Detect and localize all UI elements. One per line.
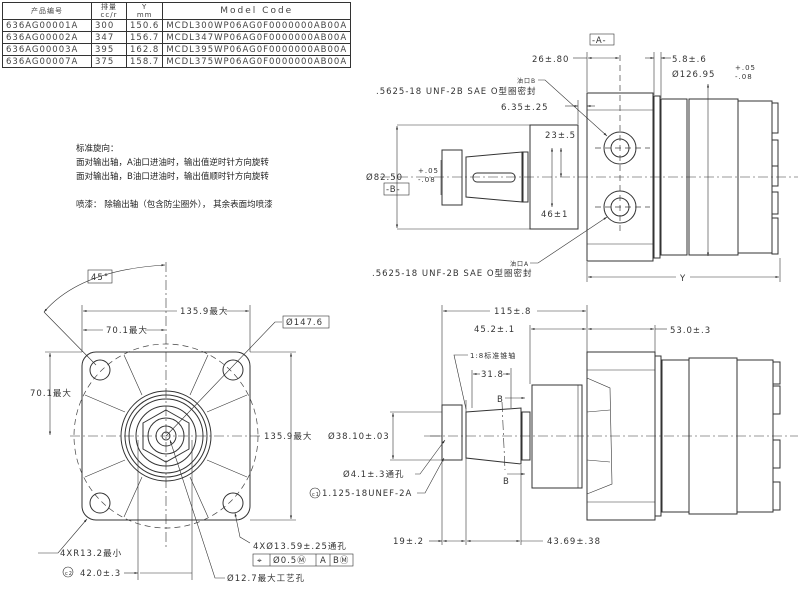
dim-6-35: 6.35±.25 (501, 103, 549, 113)
disp-unit: cc/r (100, 11, 118, 19)
dim-70-1-v: 70.1最大 (30, 388, 72, 399)
taper-shaft (465, 151, 523, 203)
dim-115: 115±.8 (494, 307, 531, 317)
ring (660, 98, 688, 256)
dia-box (282, 315, 330, 329)
datum-b: -B- (386, 185, 401, 195)
top-view: -A- 26±.80 5.8±.6 Ø126.95 +.05 -.08 油口B … (366, 33, 798, 284)
dim-31-8: 31.8 (481, 370, 504, 380)
dim-135-9-h: 135.9最大 (180, 306, 228, 317)
y-label: Y (142, 3, 148, 11)
valve-body (586, 92, 654, 262)
side-view: 115±.8 45.2±.1 53.0±.3 1:8标准锥轴 31.8 B B … (309, 305, 798, 547)
hex-nut (142, 409, 190, 463)
dim-82-50: Ø82.50 (366, 172, 403, 183)
mount-holes (89, 359, 244, 514)
port-b-label: 油口B (517, 77, 536, 85)
taper-label: 1:8标准锥轴 (470, 351, 516, 360)
shaft-nut (441, 149, 463, 206)
holes-spec: 4XØ13.59±.25通孔 (253, 541, 347, 552)
tol-plus: +.05 (735, 64, 756, 72)
dim-38-10: Ø38.10±.03 (328, 431, 390, 442)
key (472, 172, 516, 183)
dim-26: 26±.80 (532, 55, 569, 65)
dim-42: 42.0±.3 (80, 569, 121, 579)
section-b-top: B (497, 395, 504, 405)
hub (531, 384, 583, 489)
dim-19: 19±.2 (393, 537, 424, 547)
dim-5-8: 5.8±.6 (672, 55, 707, 65)
end-bolts (772, 361, 781, 511)
shaft-nut (441, 404, 463, 461)
dim-12-7: Ø12.7最大工艺孔 (227, 573, 305, 584)
dim-135-9-v: 135.9最大 (264, 431, 312, 442)
tol-minus: -.08 (735, 73, 753, 81)
displacement: 375 (91, 55, 127, 68)
notes: 标准旋向： 面对输出轴，A油口进油时，输出值逆时针方向旋转 面对输出轴，B油口进… (76, 142, 273, 212)
dim-126-95: Ø126.95 (672, 69, 715, 80)
tol-plus: +.05 (418, 167, 439, 175)
angle-box (87, 269, 113, 284)
thread-a: .5625-18 UNF-2B SAE O型圈密封 (372, 268, 533, 279)
tol-minus: -.08 (418, 176, 436, 184)
y-value: 158.7 (125, 55, 164, 68)
dim-43-69: 43.69±.38 (547, 537, 601, 547)
note-c1: c1 (312, 492, 320, 498)
rotation-title: 标准旋向： (76, 144, 119, 154)
dim-45-2: 45.2±.1 (474, 325, 515, 335)
tolerance: Ø0.5Ⓜ (273, 555, 307, 566)
dim-23: 23±.5 (545, 131, 576, 141)
disp-label: 排量 (101, 3, 117, 11)
paint-note: 喷漆： 除输出轴（包含防尘圈外）， 其余表面均喷漆 (76, 200, 273, 210)
ribs (84, 354, 248, 518)
end-cap (736, 359, 774, 513)
section-b-bottom: B (503, 477, 510, 487)
angle-45: 45° (91, 273, 109, 283)
model-code: MCDL375WP06AG0F0000000AB00A (162, 55, 352, 68)
end-bolts (771, 102, 779, 255)
dim-70-1-h: 70.1最大 (106, 325, 148, 336)
dim-53-0: 53.0±.3 (670, 326, 711, 336)
datum-b-box (383, 182, 410, 196)
dim-4-1: Ø4.1±.3通孔 (343, 469, 404, 480)
feature-control-frame: ⌖ Ø0.5Ⓜ A BⓂ (252, 553, 354, 567)
y-unit: mm (136, 11, 153, 19)
thread-spec: 1.125-18UNEF-2A (322, 489, 412, 499)
rotation-a: 面对输出轴，A油口进油时，输出值逆时针方向旋转 (76, 158, 269, 168)
radius: 4XR13.2最小 (60, 548, 122, 559)
dim-y: Y (679, 274, 686, 284)
note-c2: c2 (65, 571, 73, 577)
front-view: 45° 135.9最大 70.1最大 Ø147.6 70.1最大 135.9最大… (30, 262, 354, 584)
dim-46: 46±1 (541, 210, 568, 220)
rotation-b: 面对输出轴，B油口进油时，输出值顺时针方向旋转 (76, 172, 269, 182)
port-a-label: 油口A (510, 260, 529, 268)
mount-flange (529, 124, 579, 230)
thread-b: .5625-18 UNF-2B SAE O型圈密封 (376, 86, 537, 97)
datum-a-box (589, 33, 615, 46)
position-symbol: ⌖ (257, 556, 263, 566)
datum-b-ref: BⓂ (333, 556, 349, 566)
dim-147-6: Ø147.6 (286, 317, 323, 328)
datum-a: -A- (592, 36, 607, 46)
datum-a-ref: A (320, 556, 327, 566)
